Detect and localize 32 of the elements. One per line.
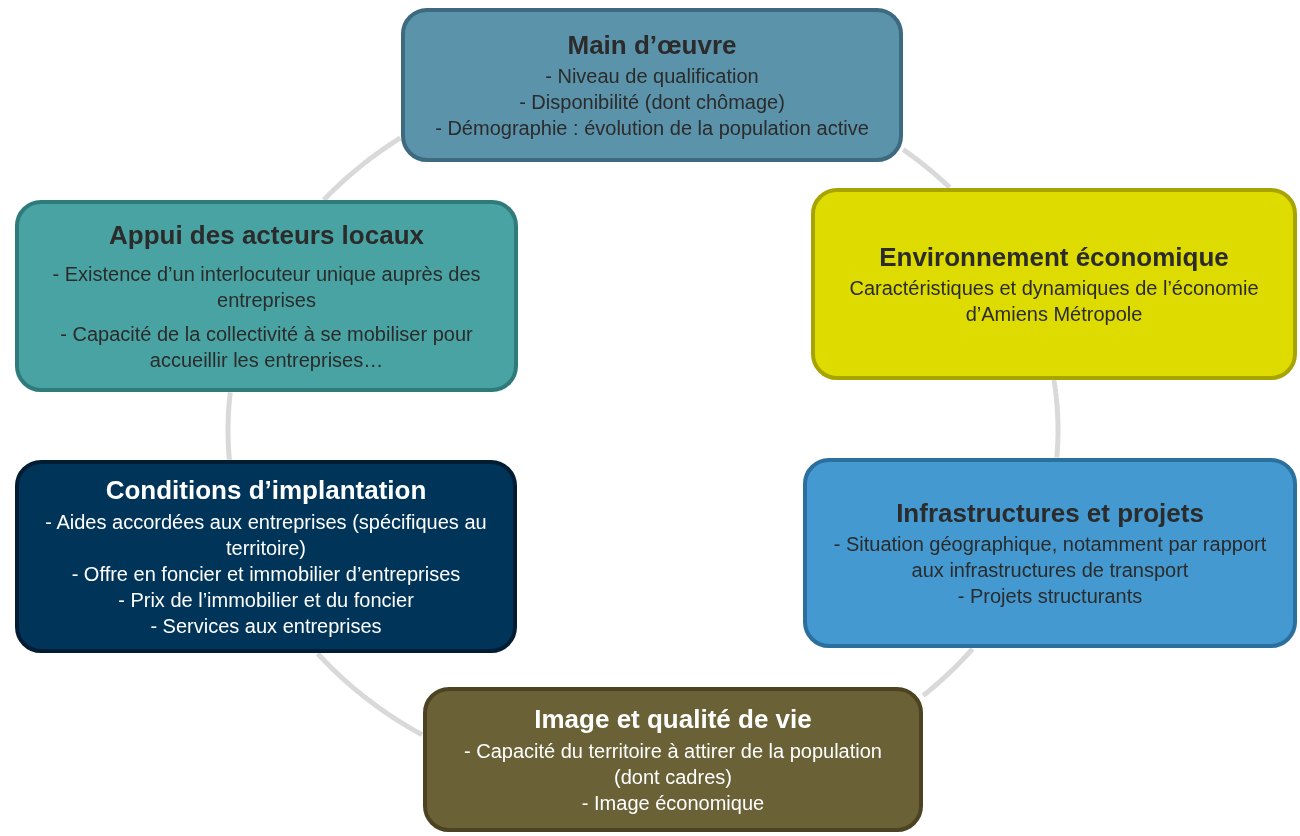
box-text: - Services aux entreprises <box>150 613 382 639</box>
rounded-box <box>15 200 518 392</box>
connector-arc <box>225 390 233 462</box>
connector-arc <box>322 135 402 202</box>
connector-arc <box>315 651 424 737</box>
box-text: - Projets structurants <box>957 584 1143 610</box>
box-title: Conditions d’implantation <box>105 474 427 507</box>
box-text: - Disponibilité (dont chômage) <box>519 90 785 116</box>
connector-arc <box>1051 378 1061 460</box>
box-text: - Aides accordées aux entreprises (spécifiques au territoire) <box>44 509 488 561</box>
box-text: - Prix de l’immobilier et du foncier <box>118 587 414 613</box>
connector-arc <box>901 147 952 190</box>
box-text: - Capacité de la collectivité à se mobiliser pour accueillir les entreprises… <box>59 322 474 374</box>
rounded-box <box>401 8 903 162</box>
box-text: - Existence d’un interlocuteur unique auprès des entreprises <box>51 262 482 314</box>
box-text: - Capacité du territoire à attirer de la population (dont cadres) <box>463 738 883 790</box>
rounded-box <box>811 188 1297 380</box>
connector-arc <box>921 647 975 698</box>
rounded-box <box>803 458 1297 648</box>
rounded-box <box>423 687 923 832</box>
box-title: Appui des acteurs locaux <box>109 218 424 252</box>
box-title: Main d’œuvre <box>567 28 737 62</box>
box-title: Infrastructures et projets <box>896 496 1204 530</box>
box-title: Image et qualité de vie <box>534 703 812 736</box>
rounded-box <box>15 460 517 653</box>
box-text: Caractéristiques et dynamiques de l’économie d’Amiens Métropole <box>848 276 1260 328</box>
box-text: - Niveau de qualification <box>545 64 759 90</box>
box-title: Environnement économique <box>879 240 1229 274</box>
box-text: - Situation géographique, notamment par rapport aux infrastructures de transport <box>832 532 1268 584</box>
box-text: - Démographie : évolution de la population active <box>435 116 869 142</box>
box-text: - Offre en foncier et immobilier d’entreprises <box>71 561 461 587</box>
box-text: - Image économique <box>581 790 765 816</box>
